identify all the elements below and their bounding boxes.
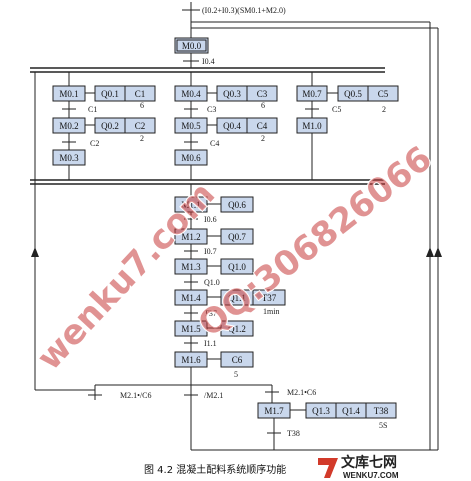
step-m11-label: M1.1 xyxy=(181,200,200,210)
action-m17-c-note: 5S xyxy=(379,421,387,430)
action-m01-b xyxy=(124,85,156,102)
up-arrow-right-1 xyxy=(426,247,434,257)
trans-c3-label: C3 xyxy=(207,105,216,114)
action-m07-b-note: 2 xyxy=(382,105,386,114)
step-m05-label: M0.5 xyxy=(181,121,201,131)
brand-name: 文库七网 xyxy=(341,454,397,471)
brand-logo: 文库七网 WENKU7.COM xyxy=(318,454,399,480)
trans-c4-label: C4 xyxy=(210,139,219,148)
action-m04-a-label: Q0.3 xyxy=(223,89,241,99)
step-m00-label: M0.0 xyxy=(182,41,202,51)
action-m02-b-label: C2 xyxy=(135,121,146,131)
action-m04-b xyxy=(246,85,278,102)
trans-m21c6-label: M2.1•C6 xyxy=(287,388,316,397)
trans-t37-label: T37 xyxy=(204,309,217,318)
trans-t38-label: T38 xyxy=(287,429,300,438)
action-m07-a-label: Q0.5 xyxy=(344,89,362,99)
start-condition-label: (I0.2+I0.3)(SM0.1+M2.0) xyxy=(202,6,286,15)
action-m07-b-label: C5 xyxy=(378,89,389,99)
action-m12-a xyxy=(220,228,254,245)
action-m15-a xyxy=(220,320,254,337)
action-m13-a-label: Q1.0 xyxy=(228,262,246,272)
action-m16-a-note: 5 xyxy=(234,370,238,379)
trans-i06-label: I0.6 xyxy=(204,215,217,224)
action-m15-a-label: Q1.2 xyxy=(228,324,246,334)
action-m17-b-label: Q1.4 xyxy=(342,406,360,416)
action-m17-c xyxy=(365,402,397,419)
step-m12-label: M1.2 xyxy=(181,232,200,242)
figure-caption: 图 4.2 混凝土配料系统顺序功能 xyxy=(144,463,286,476)
action-m05-b-note: 2 xyxy=(261,134,265,143)
action-m17-a-label: Q1.3 xyxy=(312,406,330,416)
step-m13-label: M1.3 xyxy=(181,262,201,272)
brand-seven-icon xyxy=(318,458,338,478)
action-m01-a-label: Q0.1 xyxy=(101,89,119,99)
action-m07-b xyxy=(367,85,399,102)
action-m11-a xyxy=(220,196,254,213)
trans-i04-label: I0.4 xyxy=(202,57,215,66)
step-m04-label: M0.4 xyxy=(181,89,201,99)
action-m05-b-label: C4 xyxy=(257,121,268,131)
up-arrow-left xyxy=(31,247,39,257)
trans-i11-label: I1.1 xyxy=(204,339,217,348)
action-m13-a xyxy=(220,258,254,275)
action-m05-b xyxy=(246,117,278,134)
trans-i07-label: I0.7 xyxy=(204,247,217,256)
step-m15-label: M1.5 xyxy=(181,324,201,334)
action-m12-a-label: Q0.7 xyxy=(228,232,246,242)
step-m03-label: M0.3 xyxy=(59,153,79,163)
step-m17-label: M1.7 xyxy=(264,406,284,416)
action-m14-b-label: T37 xyxy=(262,293,277,303)
trans-slashm21-label: /M2.1 xyxy=(204,391,223,400)
action-m11-a-label: Q0.6 xyxy=(228,200,246,210)
action-m01-b-label: C1 xyxy=(135,89,146,99)
action-m14-b-note: 1min xyxy=(263,307,279,316)
step-m16-label: M1.6 xyxy=(181,355,201,365)
action-m01-b-note: 6 xyxy=(140,101,144,110)
action-m14-a-label: Q1.1 xyxy=(228,293,246,303)
action-m02-a-label: Q0.2 xyxy=(101,121,119,131)
action-m04-b-note: 6 xyxy=(261,101,265,110)
trans-c2-label: C2 xyxy=(90,139,99,148)
action-m02-b-note: 2 xyxy=(140,134,144,143)
step-m10-label: M1.0 xyxy=(302,121,322,131)
step-m00-inner xyxy=(176,39,207,52)
step-m14-label: M1.4 xyxy=(181,293,201,303)
trans-q10-label: Q1.0 xyxy=(204,278,220,287)
trans-c1-label: C1 xyxy=(88,105,97,114)
step-m01-label: M0.1 xyxy=(59,89,78,99)
action-m04-b-label: C3 xyxy=(257,89,268,99)
action-m16-a xyxy=(220,351,254,368)
action-m14-b xyxy=(252,289,286,306)
action-m05-a-label: Q0.4 xyxy=(223,121,241,131)
step-m06-label: M0.6 xyxy=(181,153,201,163)
action-m17-c-label: T38 xyxy=(374,406,389,416)
brand-url: WENKU7.COM xyxy=(343,471,399,480)
step-m07-label: M0.7 xyxy=(302,89,322,99)
action-m16-a-label: C6 xyxy=(232,355,243,365)
watermark-left: wenku7.com xyxy=(29,175,223,379)
up-arrow-right-2 xyxy=(434,247,442,257)
action-m02-b xyxy=(124,117,156,134)
trans-m21slashc6-label: M2.1•/C6 xyxy=(120,391,151,400)
step-m02-label: M0.2 xyxy=(59,121,78,131)
trans-c5-label: C5 xyxy=(332,105,341,114)
